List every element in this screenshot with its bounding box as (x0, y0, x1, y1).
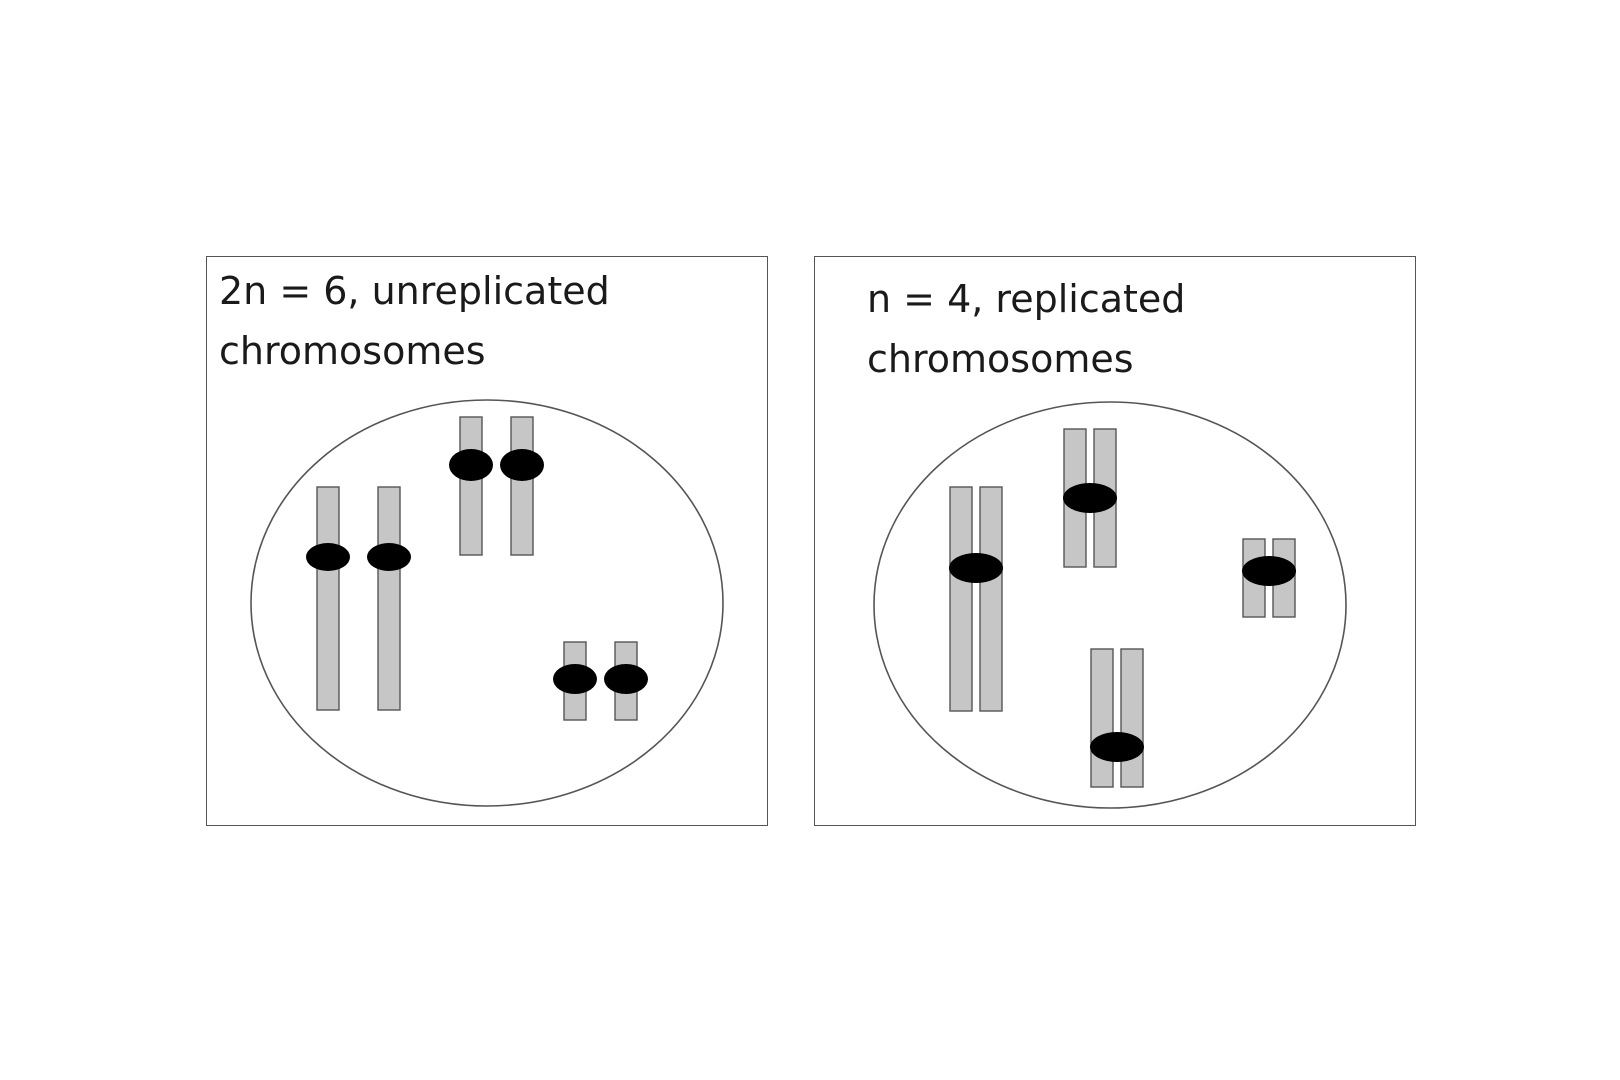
chromatid (459, 416, 483, 556)
label-line-1: 2n = 6, unreplicated (219, 269, 610, 313)
chromatid (949, 486, 973, 712)
chromatid (979, 486, 1003, 712)
label-line-1: n = 4, replicated (867, 277, 1186, 321)
centromere (1090, 732, 1144, 762)
chromatid (377, 486, 401, 711)
centromere (367, 543, 411, 571)
cell-diagram (873, 401, 1347, 809)
cell-membrane (873, 401, 1347, 809)
panel-replicated: n = 4, replicated chromosomes (814, 256, 1416, 826)
centromere (306, 543, 350, 571)
panel-unreplicated: 2n = 6, unreplicated chromosomes (206, 256, 768, 826)
label-line-2: chromosomes (219, 329, 486, 373)
centromere (1242, 556, 1296, 586)
label-line-2: chromosomes (867, 337, 1134, 381)
panel-label: 2n = 6, unreplicated chromosomes (219, 261, 610, 381)
chromatid (1090, 648, 1114, 788)
cell-diagram (250, 399, 724, 807)
centromere (604, 664, 648, 694)
centromere (949, 553, 1003, 583)
chromatid (1120, 648, 1144, 788)
centromere (500, 449, 544, 481)
chromatid (316, 486, 340, 711)
centromere (1063, 483, 1117, 513)
centromere (449, 449, 493, 481)
chromatid (510, 416, 534, 556)
cell-membrane (250, 399, 724, 807)
centromere (553, 664, 597, 694)
panel-label: n = 4, replicated chromosomes (867, 269, 1185, 389)
